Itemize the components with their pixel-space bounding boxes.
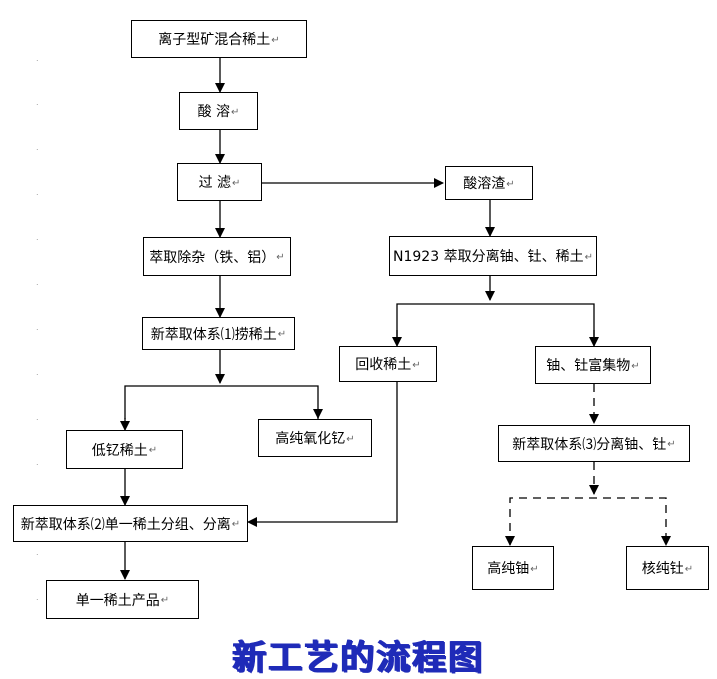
paragraph-mark: ↵	[412, 359, 421, 371]
node-label: 新萃取体系⑵单一稀土分组、分离	[20, 516, 231, 533]
diagram-title: 新工艺的流程图	[232, 638, 485, 678]
node-new-extraction-system-1: 新萃取体系⑴捞稀土↵	[142, 317, 295, 350]
node-label: 核纯钍	[641, 561, 684, 577]
branch-n7	[124, 385, 319, 419]
node-label: 高纯氧化钇	[275, 431, 346, 447]
node-acid-dissolve: 酸 溶↵	[179, 92, 258, 130]
margin-mark: .	[36, 413, 39, 422]
node-acid-residue: 酸溶渣↵	[445, 166, 533, 200]
paragraph-mark: ↵	[530, 563, 539, 575]
paragraph-mark: ↵	[231, 106, 240, 118]
node-extract-impurities: 萃取除杂（铁、铝）↵	[143, 237, 291, 276]
arrow-n8-n13	[247, 382, 398, 527]
dashed-branch-n12	[509, 497, 667, 545]
node-filter: 过 滤↵	[177, 163, 262, 201]
margin-mark: .	[36, 98, 39, 107]
arrowhead-n14	[505, 536, 515, 546]
node-label: 离子型矿混合稀土	[158, 32, 271, 48]
branch-n6	[396, 303, 595, 338]
margin-mark: .	[36, 188, 39, 197]
paragraph-mark: ↵	[277, 329, 287, 340]
paragraph-mark: ↵	[631, 360, 640, 372]
node-nuclear-pure-thorium: 核纯钍↵	[626, 546, 709, 590]
paragraph-mark: ↵	[271, 34, 280, 46]
paragraph-mark: ↵	[684, 563, 694, 575]
paragraph-mark: ↵	[506, 178, 515, 190]
margin-mark: .	[36, 368, 39, 377]
node-mixed-rare-earth-ore: 离子型矿混合稀土↵	[131, 20, 307, 58]
node-label: 单一稀土产品	[75, 592, 160, 609]
margin-mark: .	[36, 458, 39, 467]
margin-mark: .	[36, 54, 39, 63]
node-uranium-thorium-concentrate: 铀、钍富集物↵	[535, 346, 651, 384]
node-label: 酸 溶	[197, 104, 231, 120]
node-label: 高纯铀	[487, 561, 530, 577]
paragraph-mark: ↵	[667, 439, 676, 450]
node-high-purity-uranium: 高纯铀↵	[472, 546, 554, 590]
paragraph-mark: ↵	[276, 252, 285, 263]
node-label: 酸溶渣	[463, 176, 506, 192]
node-label: 萃取除杂（铁、铝）	[149, 249, 276, 266]
margin-mark: .	[36, 278, 39, 287]
node-label: 过 滤	[198, 175, 232, 191]
paragraph-mark: ↵	[584, 251, 593, 263]
node-new-extraction-system-2: 新萃取体系⑵单一稀土分组、分离↵	[13, 505, 248, 542]
node-high-purity-yttrium-oxide: 高纯氧化钇↵	[258, 419, 372, 457]
paragraph-mark: ↵	[231, 519, 241, 530]
margin-mark: .	[36, 143, 39, 152]
paragraph-mark: ↵	[232, 177, 241, 189]
node-recover-rare-earth: 回收稀土↵	[339, 346, 437, 382]
arrowhead-n15	[661, 536, 671, 546]
node-n1923-extraction: N1923 萃取分离铀、钍、稀土↵	[389, 236, 597, 276]
node-new-extraction-system-3: 新萃取体系⑶分离铀、钍↵	[498, 425, 690, 462]
node-label: 回收稀土	[355, 357, 412, 373]
node-label: 铀、钍富集物	[546, 358, 631, 374]
node-label: N1923 萃取分离铀、钍、稀土	[393, 249, 584, 265]
paragraph-mark: ↵	[346, 433, 355, 445]
margin-mark: .	[36, 323, 39, 332]
node-label: 新萃取体系⑶分离铀、钍	[512, 436, 667, 453]
margin-mark: .	[36, 593, 39, 602]
margin-mark: .	[36, 233, 39, 242]
node-label: 低钇稀土	[91, 442, 148, 459]
node-single-rare-earth-product: 单一稀土产品↵	[46, 580, 199, 619]
paragraph-mark: ↵	[160, 595, 170, 606]
paragraph-mark: ↵	[148, 445, 158, 456]
node-label: 新萃取体系⑴捞稀土	[150, 326, 277, 343]
margin-mark: .	[36, 548, 39, 557]
node-low-yttrium-rare-earth: 低钇稀土↵	[66, 430, 183, 469]
